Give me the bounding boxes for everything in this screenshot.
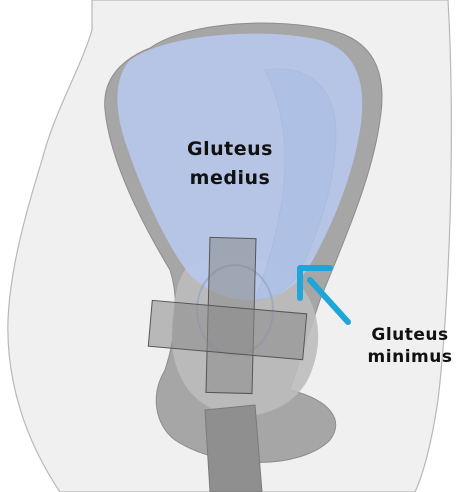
femur-bone: [205, 405, 262, 492]
gluteus-medius-label-line1: Gluteus: [187, 138, 273, 160]
gluteus-minimus-label-line2: minimus: [368, 347, 453, 367]
gluteus-medius-label-line2: medius: [190, 167, 271, 189]
gluteus-minimus-label-line1: Gluteus: [371, 325, 448, 345]
